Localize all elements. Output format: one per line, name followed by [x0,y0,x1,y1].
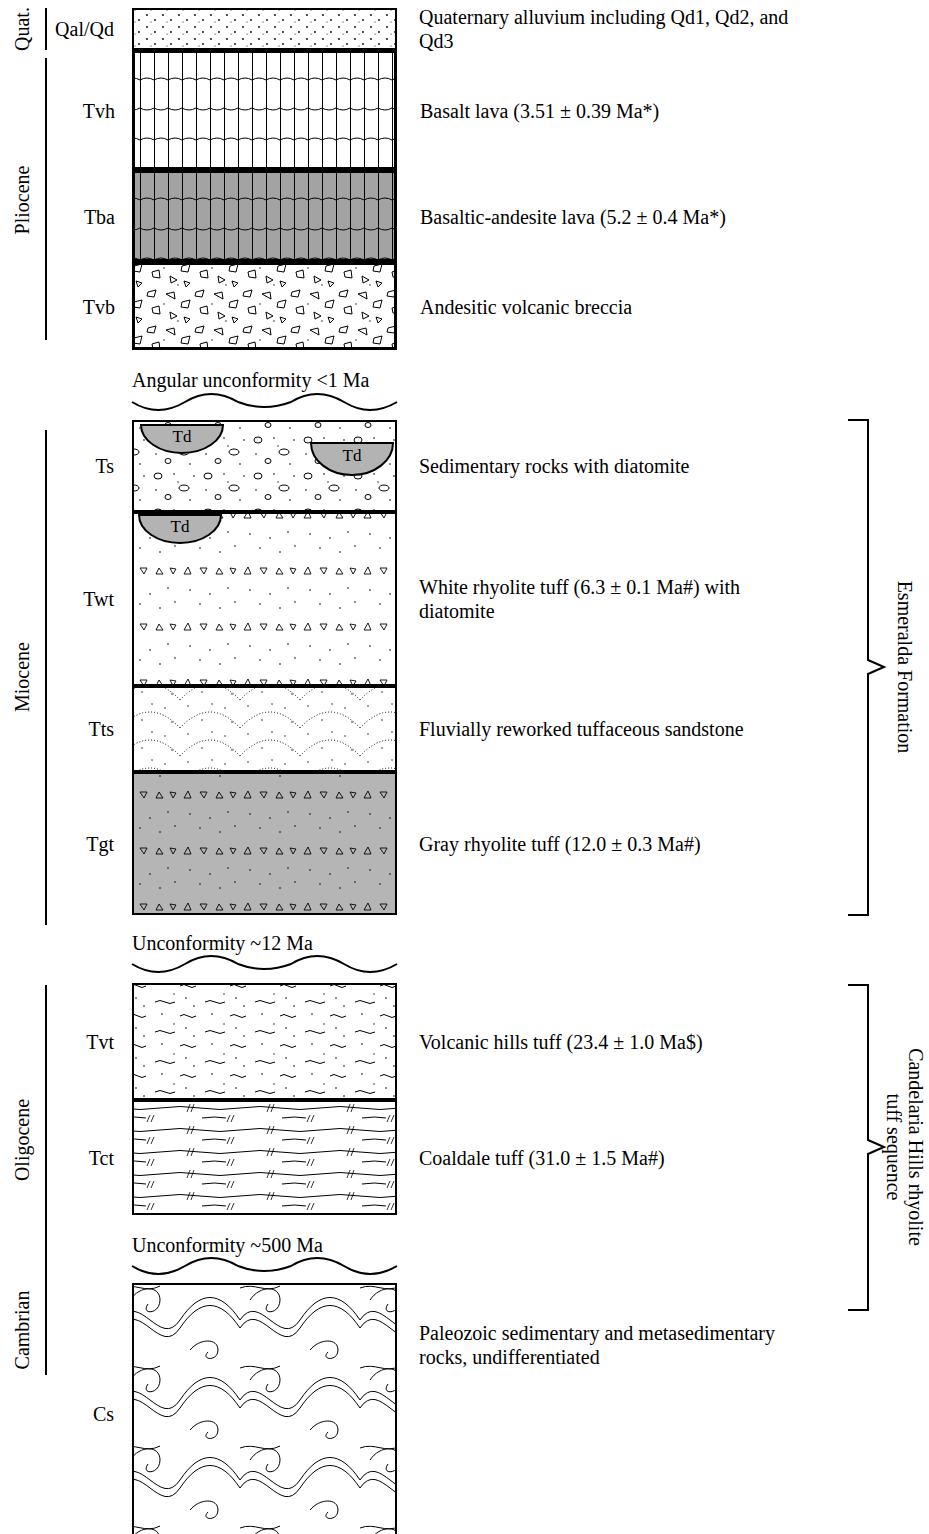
lithology-fill [132,170,397,262]
unit-description: Fluvially reworked tuffaceous sandstone [419,717,819,741]
unit-description: Andesitic volcanic breccia [420,295,820,319]
formation-bracket [848,420,884,915]
period-label: Miocene [11,642,33,712]
unit-code: Tvt [86,1030,114,1054]
lithology-fill [132,420,397,512]
period-label: Quat. [11,7,33,51]
unit-code: Cs [93,1402,114,1426]
diatomite-lens: Td [138,514,222,544]
unconformity-label: Unconformity ~500 Ma [132,1234,323,1256]
lithology-unit: TwtWhite rhyolite tuff (6.3 ± 0.1 Ma#) w… [132,512,397,686]
unit-description: Basaltic-andesite lava (5.2 ± 0.4 Ma*) [420,205,820,229]
unconformity-label: Angular unconformity <1 Ma [132,369,369,391]
lithology-unit: Qal/QdQuaternary alluvium including Qd1,… [132,8,397,50]
formation-label: Esmeralda Formation [894,427,916,907]
unit-description: Sedimentary rocks with diatomite [419,454,819,478]
unconformity-symbol [132,394,397,410]
formation-bracket [848,985,884,1310]
lithology-unit: CsPaleozoic sedimentary and metasediment… [132,1283,397,1534]
lithology-unit: TvbAndesitic volcanic breccia [132,262,397,350]
era-bar [45,1290,47,1375]
formation-label: Candelaria Hills rhyolite tuff sequence [883,1032,927,1262]
unconformity-label: Unconformity ~12 Ma [132,932,313,954]
period-label: Cambrian [11,1291,33,1370]
lithology-unit: TgtGray rhyolite tuff (12.0 ± 0.3 Ma#) [132,772,397,915]
unit-code: Tct [89,1146,114,1170]
unit-description: Coaldale tuff (31.0 ± 1.5 Ma#) [419,1146,819,1170]
lithology-fill [132,512,397,686]
era-bar [45,58,47,340]
lithology-unit: TctCoaldale tuff (31.0 ± 1.5 Ma#) [132,1100,397,1215]
lithology-fill [132,772,397,915]
lithology-fill [132,1100,397,1215]
unit-description: Paleozoic sedimentary and metasedimentar… [419,1321,819,1369]
unit-code: Tgt [86,832,114,856]
lithology-unit: TtsFluvially reworked tuffaceous sandsto… [132,686,397,772]
unit-code: Tts [88,717,114,741]
unit-code: Td [140,428,224,445]
period-label: Oligocene [11,1099,33,1181]
period-label: Pliocene [11,166,33,235]
lithology-fill [132,8,397,50]
unit-code: Ts [95,454,114,478]
unit-code: Td [138,518,222,535]
unit-description: White rhyolite tuff (6.3 ± 0.1 Ma#) with… [419,575,819,623]
lithology-fill [132,50,397,170]
unit-code: Twt [83,587,114,611]
unit-description: Quaternary alluvium including Qd1, Qd2, … [419,5,819,53]
unit-code: Qal/Qd [55,17,114,41]
unconformity-symbol [132,956,397,972]
lithology-unit: TvtVolcanic hills tuff (23.4 ± 1.0 Ma$) [132,983,397,1100]
lithology-fill [132,983,397,1100]
lithology-fill [132,686,397,772]
era-bar [45,985,47,1295]
unconformity-symbol [132,1258,397,1274]
diatomite-lens: Td [310,442,394,476]
diatomite-lens: Td [140,424,224,454]
lithology-unit: TvhBasalt lava (3.51 ± 0.39 Ma*) [132,50,397,170]
unit-code: Tvb [83,295,115,319]
unit-description: Volcanic hills tuff (23.4 ± 1.0 Ma$) [419,1030,819,1054]
unit-code: Tba [84,205,115,229]
lithology-unit: TsSedimentary rocks with diatomiteTdTd [132,420,397,512]
lithology-unit: TbaBasaltic-andesite lava (5.2 ± 0.4 Ma*… [132,170,397,262]
lithology-fill [132,1283,397,1534]
era-bar [45,8,47,50]
lithology-fill [132,262,397,350]
unit-description: Basalt lava (3.51 ± 0.39 Ma*) [420,99,820,123]
era-bar [45,430,47,925]
unit-description: Gray rhyolite tuff (12.0 ± 0.3 Ma#) [419,832,819,856]
unit-code: Tvh [83,99,115,123]
unit-code: Td [310,447,394,464]
